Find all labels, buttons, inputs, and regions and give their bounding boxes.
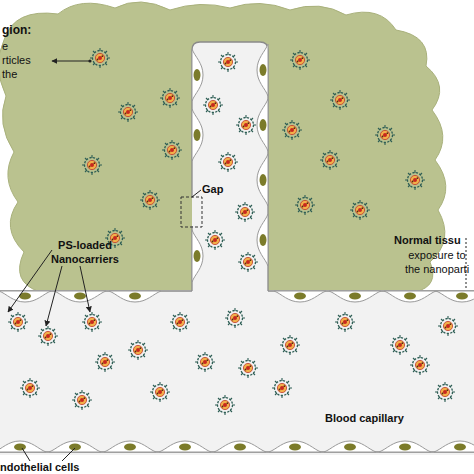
capillary-label: Blood capillary (325, 411, 404, 425)
tumor-shape (0, 2, 446, 292)
blood-capillary: Blood capillary (0, 290, 474, 455)
nanocarrier-label: PS-loaded Nanocarriers (48, 238, 122, 266)
gap-label: Gap (202, 182, 223, 196)
tissue-note: exposure to the nanoparti (400, 248, 474, 276)
region-note: e rticles the (2, 39, 31, 81)
tissue-heading: Normal tissu (394, 233, 461, 247)
cell-label: ndothelial cells (0, 460, 79, 474)
region-heading: gion: (2, 23, 31, 37)
